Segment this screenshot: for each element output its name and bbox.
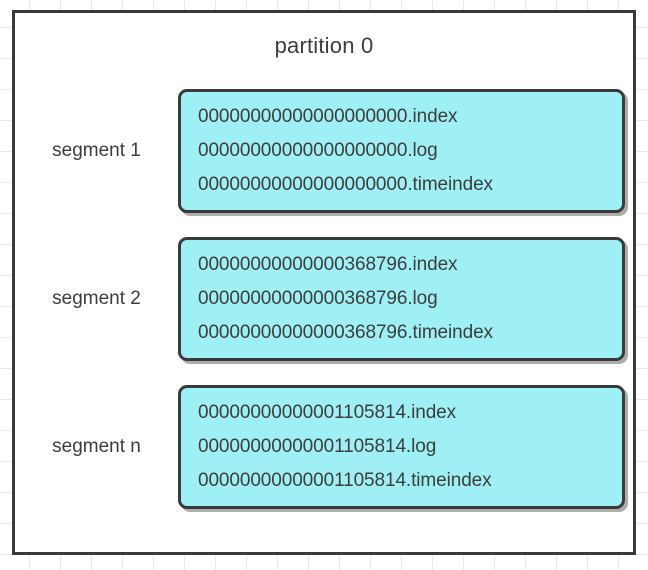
segment-label-1: segment 1	[52, 140, 141, 161]
segment-row: segment n 00000000000001105814.index 000…	[15, 383, 633, 511]
segment-row: segment 2 00000000000000368796.index 000…	[15, 235, 633, 363]
segment-file-log: 00000000000000000000.log	[198, 140, 438, 161]
partition-title: partition 0	[274, 33, 374, 58]
segment-label-n: segment n	[52, 436, 141, 457]
segment-label-2: segment 2	[52, 288, 141, 309]
segment-file-index: 00000000000000000000.index	[198, 106, 458, 127]
partition-container: partition 0 segment 1 000000000000000000…	[12, 10, 636, 555]
segment-box-n: 00000000000001105814.index 0000000000000…	[178, 385, 625, 509]
segment-file-log: 00000000000001105814.log	[198, 436, 437, 457]
segment-box-2: 00000000000000368796.index 0000000000000…	[178, 237, 625, 361]
segment-row: segment 1 00000000000000000000.index 000…	[15, 87, 633, 215]
segment-file-index: 00000000000000368796.index	[198, 254, 458, 275]
segment-file-log: 00000000000000368796.log	[198, 288, 438, 309]
segment-file-timeindex: 00000000000000368796.timeindex	[198, 322, 493, 343]
segment-box-1: 00000000000000000000.index 0000000000000…	[178, 89, 625, 213]
segment-file-timeindex: 00000000000001105814.timeindex	[198, 470, 492, 491]
segment-file-index: 00000000000001105814.index	[198, 402, 457, 423]
segment-file-timeindex: 00000000000000000000.timeindex	[198, 174, 493, 195]
